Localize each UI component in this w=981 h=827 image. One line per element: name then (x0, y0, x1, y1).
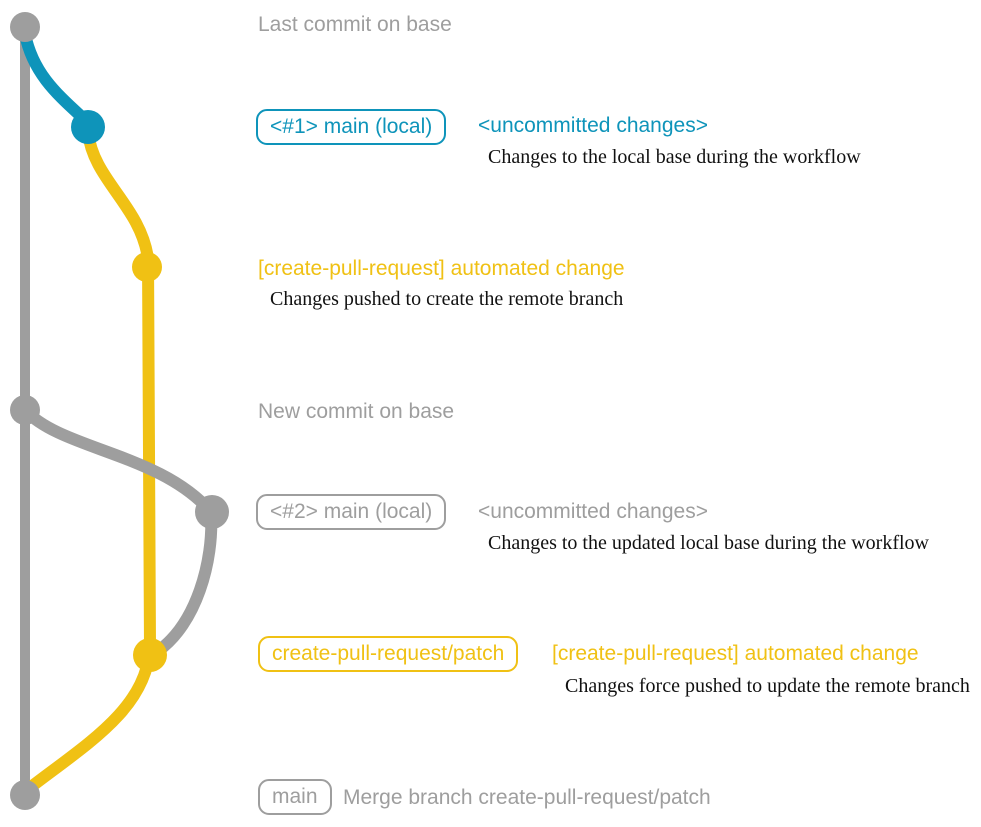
commit-description-2: Changes to the updated local base during… (488, 532, 929, 554)
commit-title-automated-change-2: [create-pull-request] automated change (552, 642, 919, 665)
commit-title-merge: Merge branch create-pull-request/patch (343, 786, 711, 809)
local-main-branch-line-1 (19, 28, 90, 125)
commit-dot-base-new (10, 395, 40, 425)
commit-dot-patch-1 (132, 252, 162, 282)
branch-tag-main-local-1: <#1> main (local) (256, 109, 447, 146)
commit-title-uncommitted-1: <uncommitted changes> (478, 114, 708, 137)
caption-last-commit: Last commit on base (258, 13, 452, 36)
branch-tag-main-local-2: <#2> main (local) (256, 494, 447, 531)
commit-dot-base-tip (10, 12, 40, 42)
commit-dot-local-2 (195, 495, 229, 529)
commit-dot-merge (10, 780, 40, 810)
caption-new-commit: New commit on base (258, 400, 455, 423)
commit-description-push-1: Changes pushed to create the remote bran… (270, 288, 624, 310)
commit-dot-patch-2 (133, 638, 167, 672)
git-graph (10, 12, 229, 810)
commit-dot-local-1 (71, 110, 105, 144)
commit-description-1: Changes to the local base during the wor… (488, 146, 861, 168)
local-main-branch-line-2 (19, 404, 218, 657)
commit-title-uncommitted-2: <uncommitted changes> (478, 500, 708, 523)
branch-tag-patch: create-pull-request/patch (258, 636, 519, 673)
commit-title-automated-change-1: [create-pull-request] automated change (258, 257, 625, 280)
commit-description-push-2: Changes force pushed to update the remot… (565, 675, 970, 697)
branch-tag-main: main (258, 779, 332, 816)
